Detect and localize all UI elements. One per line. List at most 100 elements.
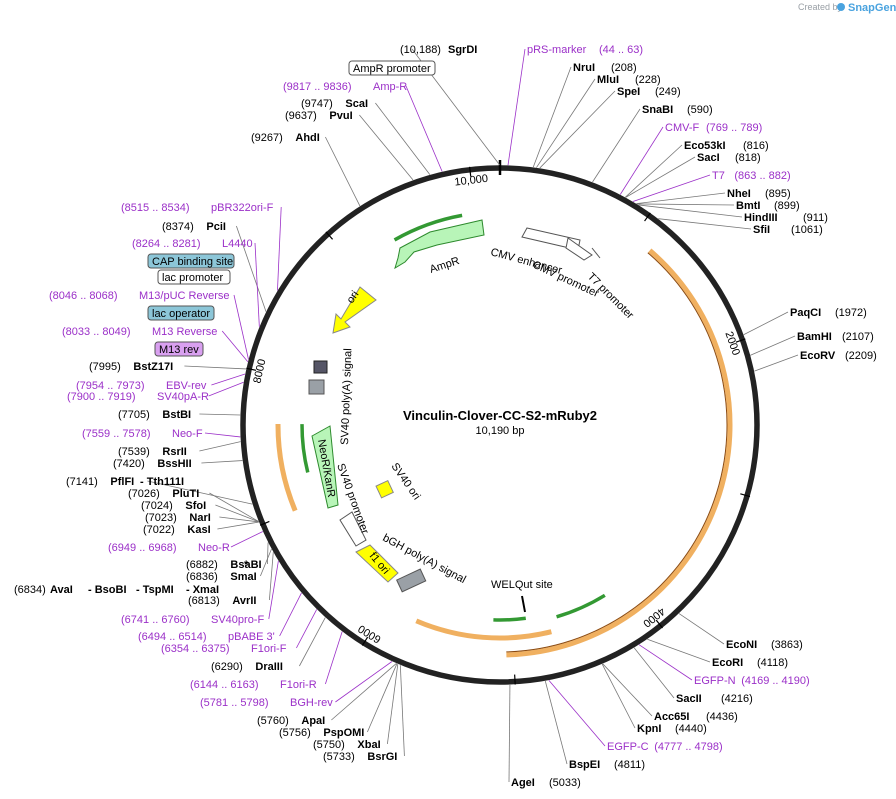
leader-line — [743, 311, 789, 336]
site-label-bsrgi: (5733)BsrGI — [323, 751, 397, 763]
site-label-l4440: (8264 .. 8281)L4440 — [132, 238, 253, 250]
site-coord: (769 .. 789) — [706, 122, 762, 134]
site-coord: (8374) — [162, 221, 194, 233]
tick-mark — [246, 367, 257, 371]
site-coord: (6354 .. 6375) — [161, 643, 230, 655]
site-label-apai: (5760)ApaI — [257, 715, 325, 727]
site-name: AvrII — [232, 595, 256, 607]
site-name: PspOMI — [323, 727, 364, 739]
leader-line — [647, 638, 711, 663]
site-label-bmti: BmtI(899) — [736, 200, 800, 212]
leader-line — [184, 365, 247, 370]
leader-line — [199, 413, 241, 416]
site-coord: (7954 .. 7973) — [76, 380, 145, 392]
site-label-nhei: NheI (895) — [727, 188, 791, 200]
tick-mark — [361, 636, 369, 646]
xmai-label: - XmaI — [186, 584, 219, 596]
site-label-t7: T7(863 .. 882) — [712, 170, 791, 182]
site-name: BstZ17I — [133, 361, 173, 373]
bsobi-label: - BsoBI — [88, 584, 127, 596]
welqut-site-marker — [521, 595, 526, 613]
site-name: Acc65I — [654, 711, 689, 723]
site-name: M13/pUC Reverse — [139, 290, 229, 302]
tick-mark — [735, 338, 746, 343]
site-name: RsrII — [162, 446, 186, 458]
leader-line — [399, 665, 405, 757]
leader-line — [201, 460, 243, 464]
site-label-pflfi: (7141)PflFI — [66, 476, 134, 488]
site-coord: (9817 .. 9836) — [283, 81, 352, 93]
site-label-mlui: MluI(228) — [597, 74, 661, 86]
site-coord: (5750) — [313, 739, 345, 751]
cap-binding-box: CAP binding site — [147, 253, 235, 269]
lac-operator-box: lac operator — [147, 305, 215, 321]
orange-feature-arc-1 — [506, 248, 733, 658]
leader-line — [636, 203, 735, 206]
site-label-spei: SpeI(249) — [617, 86, 681, 98]
site-label-snabi: SnaBI(590) — [642, 104, 713, 116]
site-label-m13-puc-reverse: (8046 .. 8068)M13/pUC Reverse — [49, 290, 229, 302]
site-name: F1ori-F — [251, 643, 287, 655]
site-coord: (6836) — [186, 571, 218, 583]
plasmid-size: 10,190 bp — [476, 425, 525, 437]
leader-line — [405, 85, 443, 172]
snapgene-logo — [837, 3, 845, 11]
leader-line — [254, 242, 260, 327]
site-coord: (899) — [774, 200, 800, 212]
site-coord: (7900 .. 7919) — [67, 391, 136, 403]
tth111i-label: - Tth111I — [140, 476, 184, 488]
site-coord: (9637) — [285, 110, 317, 122]
leader-line — [375, 102, 431, 175]
site-name: pBR322ori-F — [211, 202, 274, 214]
bgh-polya-feature — [396, 568, 427, 593]
site-name: SgrDI — [448, 44, 477, 56]
tick-mark — [325, 231, 334, 240]
site-name: PvuI — [329, 110, 352, 122]
leader-line — [208, 381, 244, 397]
credit-brand: SnapGene — [848, 2, 896, 14]
leader-line — [267, 542, 269, 565]
site-label-econi: EcoNI(3863) — [726, 639, 803, 651]
avai-label: AvaI — [50, 584, 73, 596]
site-name: F1ori-R — [280, 679, 317, 691]
site-coord: (1972) — [835, 307, 867, 319]
site-label-bgh-rev: (5781 .. 5798)BGH-rev — [200, 697, 333, 709]
site-coord: (895) — [765, 188, 791, 200]
sv40-polya-label: SV40 poly(A) signal — [339, 348, 354, 445]
tick-mark — [469, 166, 472, 177]
site-coord: (4216) — [721, 693, 753, 705]
site-label-egfp-n: EGFP-N(4169 .. 4190) — [694, 675, 810, 687]
site-label-kpni: KpnI(4440) — [637, 723, 707, 735]
leader-line — [548, 680, 606, 747]
leader-line — [325, 631, 343, 685]
site-name: EGFP-C — [607, 741, 649, 753]
site-coord: (8264 .. 8281) — [132, 238, 201, 250]
leader-line — [754, 354, 799, 372]
site-name: CMV-F — [665, 122, 700, 134]
site-coord: (7995) — [89, 361, 121, 373]
leader-line — [508, 684, 511, 783]
leader-line — [279, 592, 302, 637]
site-name: BsaBI — [230, 559, 261, 571]
site-name: pRS-marker — [527, 44, 587, 56]
site-coord: (818) — [735, 152, 761, 164]
site-label-bstbi: (7705) BstBI — [118, 409, 191, 421]
leader-line — [632, 174, 711, 202]
ampr-promoter-text: AmpR promoter — [353, 63, 431, 75]
site-name: HindIII — [744, 212, 778, 224]
site-coord: (7705) — [118, 409, 150, 421]
site-name: BstBI — [162, 409, 191, 421]
site-label-rsrii: (7539)RsrII — [118, 446, 187, 458]
leader-line — [387, 664, 399, 745]
site-coord: (5733) — [323, 751, 355, 763]
orange-feature-arc-2 — [415, 618, 552, 641]
site-name: SnaBI — [642, 104, 673, 116]
site-coord: (5760) — [257, 715, 289, 727]
site-name: NheI — [727, 188, 751, 200]
site-name: M13 Reverse — [152, 326, 217, 338]
leader-line — [636, 192, 726, 204]
site-coord: (4440) — [675, 723, 707, 735]
site-name: AgeI — [511, 777, 535, 789]
lac-operator-text: lac operator — [152, 308, 210, 320]
snapgene-logo-icon — [837, 3, 845, 11]
